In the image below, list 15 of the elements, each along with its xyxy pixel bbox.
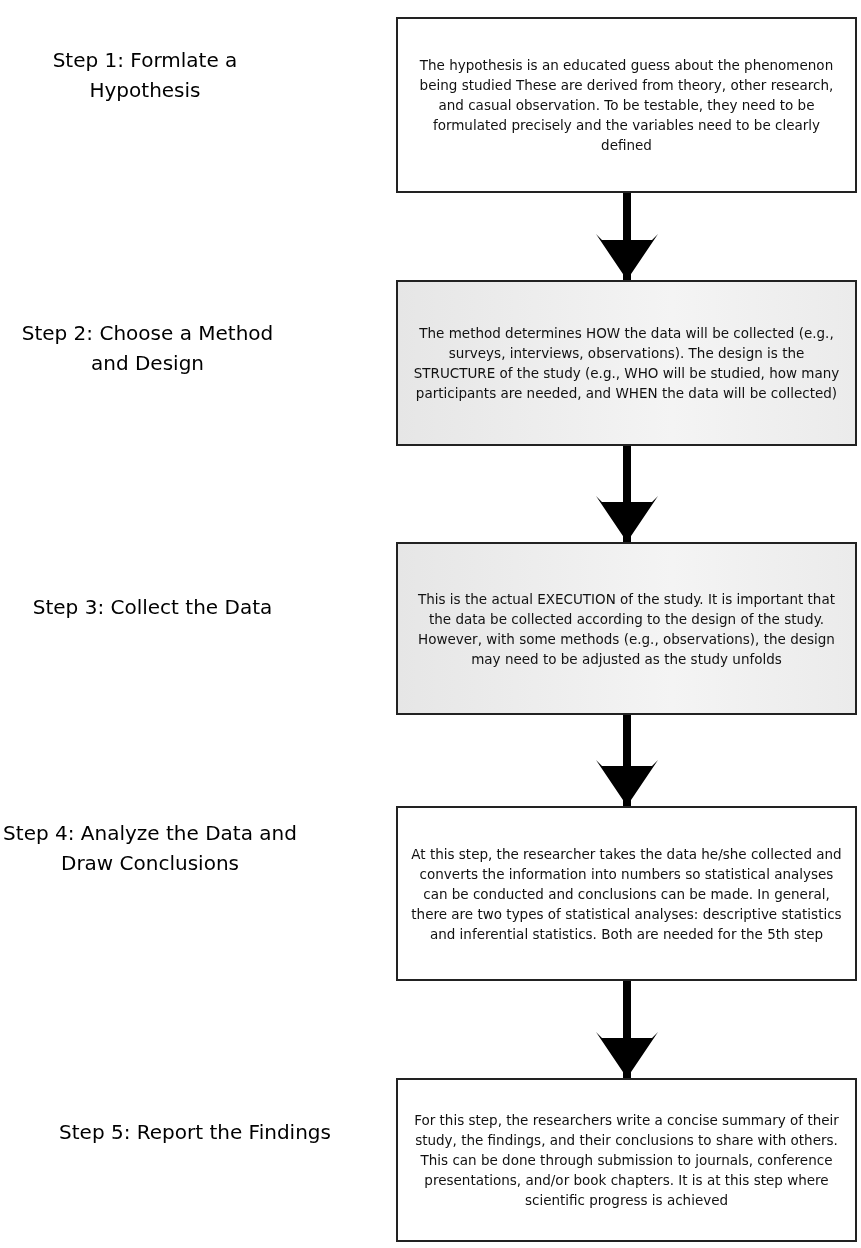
step-title: Step 5: Report the Findings	[58, 1119, 332, 1146]
step-description-box	[396, 17, 857, 193]
description-text: This is the actual EXECUTION of the study. It is important that the data be collected according to the design of the study. However, with some methods (e.g., observations), the design may need to be adjusted as the study unfolds	[417, 589, 836, 669]
description-text: For this step, the researchers write a concise summary of their study, the findings, and their conclusions to share with others. This can be done through submission to journals, conference presentations, and/or book chapters. It is at this step where scientific progress is achieved	[413, 1111, 840, 1210]
step-title: Step 4: Analyze the Data and Draw Conclusions	[2, 820, 298, 877]
step-description-box	[396, 1078, 857, 1242]
step-description-box	[396, 806, 857, 981]
description-text: The hypothesis is an educated guess about the phenomenon being studied These are derived from theory, other research, and casual observation. To be testable, they need to be formulated precisely and the variables need to be clearly defined	[418, 56, 835, 155]
description-text: The method determines HOW the data will be collected (e.g., surveys, interviews, observations). The design is the STRUCTURE of the study (e.g., WHO will be studied, how many participants are needed, and WHEN the data will be collected)	[412, 324, 841, 403]
step-title: Step 2: Choose a Method and Design	[20, 320, 275, 377]
step-description-box	[396, 542, 857, 715]
description-text: At this step, the researcher takes the data he/she collected and converts the information into numbers so statistical analyses can be conducted and conclusions can be made. In general, there are two types of statistical analyses: descriptive statistics and inferential statistics. Both are needed for the 5th step	[410, 844, 843, 944]
step-description-box	[396, 280, 857, 446]
step-title: Step 1: Formlate a Hypothesis	[51, 47, 239, 104]
step-title: Step 3: Collect the Data	[31, 594, 274, 621]
